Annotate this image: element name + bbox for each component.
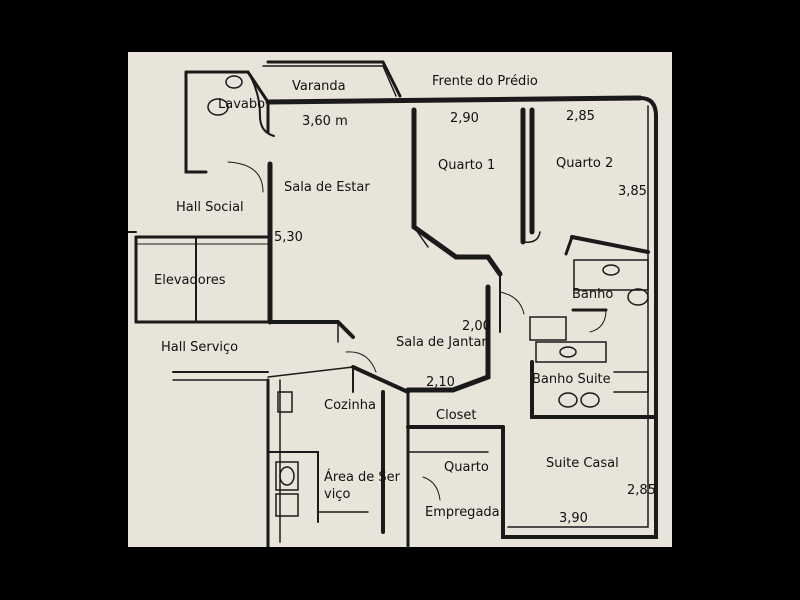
- quarto2-label: Quarto 2: [556, 156, 614, 171]
- dim-385-label: 3,85: [618, 184, 647, 199]
- varanda-label: Varanda: [292, 79, 346, 94]
- quarto-label: Quarto: [444, 460, 489, 475]
- sala-jantar-label: Sala de Jantar: [396, 335, 487, 350]
- banho-label: Banho: [572, 287, 614, 302]
- cozinha-label: Cozinha: [324, 398, 376, 413]
- sala-estar-label: Sala de Estar: [284, 180, 370, 195]
- dim-530-label: 5,30: [274, 230, 303, 245]
- lavabo-label: Lavabo: [218, 97, 266, 112]
- dim-290-label: 2,90: [450, 111, 479, 126]
- empregada-label: Empregada: [425, 505, 500, 520]
- floor-plan: Varanda Frente do Prédio Lavabo 3,60 m 2…: [128, 52, 672, 547]
- banho-suite-label: Banho Suite: [532, 372, 611, 387]
- elevadores-label: Elevadores: [154, 273, 226, 288]
- quarto1-label: Quarto 1: [438, 158, 496, 173]
- suite-casal-label: Suite Casal: [546, 456, 619, 471]
- frente-predio-label: Frente do Prédio: [432, 74, 538, 89]
- dim-285-top-label: 2,85: [566, 109, 595, 124]
- dim-360-label: 3,60 m: [302, 114, 348, 129]
- hall-servico-label: Hall Serviço: [161, 340, 239, 355]
- floor-plan-walls: [128, 60, 658, 547]
- closet-label: Closet: [436, 408, 477, 423]
- dim-210-label: 2,10: [426, 375, 455, 390]
- area-servico-label-line2: viço: [324, 487, 351, 502]
- dim-390-label: 3,90: [559, 511, 588, 526]
- dim-285-right-label: 2,85: [627, 483, 656, 498]
- area-servico-label-line1: Área de Ser: [324, 470, 401, 485]
- hall-social-label: Hall Social: [176, 200, 244, 215]
- dim-200-label: 2,00: [462, 319, 491, 334]
